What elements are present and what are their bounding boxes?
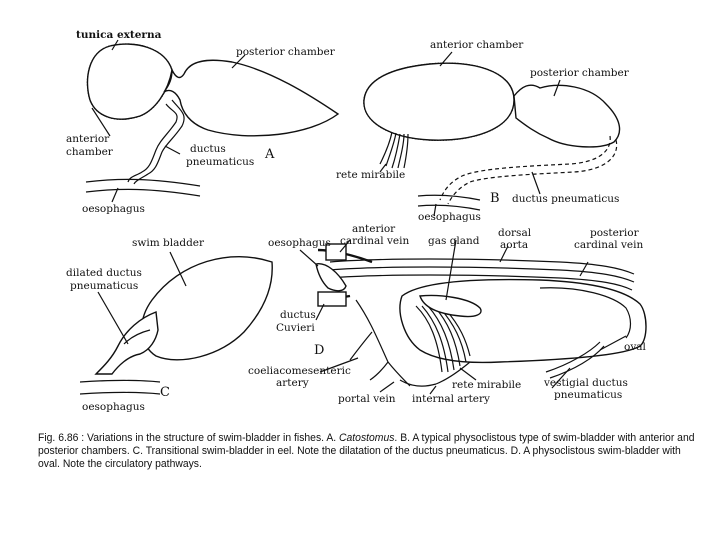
panel-a-anterior-label-2: chamber bbox=[66, 146, 114, 158]
panel-b-ductus-label: ductus pneumaticus bbox=[512, 193, 619, 205]
panel-d-ductus-cuvieri bbox=[317, 291, 347, 307]
panel-b-ductus bbox=[439, 135, 611, 201]
panel-d-coeliacomesenteric-artery bbox=[349, 299, 411, 387]
panel-d-swim-bladder bbox=[399, 278, 647, 364]
panel-d-oval bbox=[539, 287, 632, 339]
panel-d-oesophagus-label: oesophagus bbox=[268, 237, 331, 249]
panel-d-portal-vein bbox=[399, 379, 437, 387]
panel-b-posterior-chamber bbox=[513, 84, 621, 148]
panel-a-anterior-label-1: anterior bbox=[66, 133, 110, 145]
panel-d-pcv-label-2: cardinal vein bbox=[574, 239, 643, 251]
panel-d-dorsal-label-2: aorta bbox=[500, 239, 528, 251]
panel-d-pcv-label-1: posterior bbox=[590, 227, 640, 239]
panel-b: anterior chamber posterior chamber rete … bbox=[336, 39, 630, 223]
panel-d-gas-label: gas gland bbox=[428, 235, 480, 247]
panel-a-tunica-label: tunica externa bbox=[76, 29, 162, 41]
panel-b-letter: B bbox=[490, 191, 500, 206]
panel-d-oesophagus bbox=[315, 263, 347, 292]
panel-b-oesophagus bbox=[417, 194, 481, 201]
panel-a-posterior-label: posterior chamber bbox=[236, 46, 336, 58]
panel-a-ductus-label-2: pneumaticus bbox=[186, 156, 254, 168]
panel-b-rete bbox=[379, 131, 409, 169]
panel-b-posterior-label: posterior chamber bbox=[530, 67, 630, 79]
caption-genus: Catostomus bbox=[339, 432, 395, 444]
panel-d-coel-label-1: coeliacomesenteric bbox=[248, 365, 351, 377]
panel-d-letter: D bbox=[314, 343, 324, 358]
panel-c-dilated-label-2: pneumaticus bbox=[70, 280, 138, 292]
panel-d: oesophagus anterior cardinal vein gas gl… bbox=[248, 223, 647, 405]
panel-d-vest-label-1: vestigial ductus bbox=[543, 377, 628, 389]
panel-b-anterior-label: anterior chamber bbox=[430, 39, 524, 51]
panel-c-oesophagus-label: oesophagus bbox=[82, 401, 145, 413]
panel-b-oesophagus-label: oesophagus bbox=[418, 211, 481, 223]
panel-d-oval-label: oval bbox=[624, 341, 647, 353]
panel-a-ductus bbox=[127, 103, 178, 183]
panel-d-anterior-cardinal-vein bbox=[325, 243, 347, 261]
panel-b-rete-label: rete mirabile bbox=[336, 169, 405, 181]
panel-d-rete-label: rete mirabile bbox=[452, 379, 521, 391]
panel-c-swim-label: swim bladder bbox=[132, 237, 205, 249]
panel-d-coel-label-2: artery bbox=[276, 377, 309, 389]
panel-a-oesophagus-label: oesophagus bbox=[82, 203, 145, 215]
panel-a-ductus-label-1: ductus bbox=[190, 143, 226, 155]
panel-c-oesophagus bbox=[79, 379, 161, 383]
panel-d-acv-label-1: anterior bbox=[352, 223, 396, 235]
panel-a-letter: A bbox=[264, 147, 275, 162]
figure-caption: Fig. 6.86 : Variations in the structure … bbox=[38, 432, 695, 471]
panel-d-vest-label-2: pneumaticus bbox=[554, 389, 622, 401]
caption-prefix: Fig. 6.86 : Variations in the structure … bbox=[38, 432, 340, 444]
panel-c-swim-bladder bbox=[141, 255, 273, 361]
panel-d-dorsal-aorta bbox=[329, 258, 635, 275]
panel-c-dilated-label-1: dilated ductus bbox=[66, 267, 142, 279]
panel-d-dorsal-label-1: dorsal bbox=[498, 227, 532, 239]
panel-d-internal-artery bbox=[435, 361, 471, 385]
panel-a: tunica externa posterior chamber anterio… bbox=[66, 29, 340, 215]
panel-d-duct-label-2: Cuvieri bbox=[276, 322, 315, 334]
panel-d-gas-gland bbox=[419, 294, 482, 318]
panel-d-duct-label-1: ductus bbox=[280, 309, 316, 321]
panel-a-posterior-chamber bbox=[163, 59, 340, 137]
caption-rest: . B. A typical physoclistous type of swi… bbox=[38, 432, 695, 470]
panel-d-internal-label: internal artery bbox=[412, 393, 490, 405]
panel-d-vestigial-ductus bbox=[545, 341, 601, 373]
panel-c: swim bladder dilated ductus pneumaticus … bbox=[66, 237, 273, 413]
panel-d-acv-label-2: cardinal vein bbox=[340, 235, 409, 247]
panel-d-portal-label: portal vein bbox=[338, 393, 396, 405]
panel-a-oesophagus bbox=[85, 178, 201, 187]
panel-c-letter: C bbox=[160, 385, 170, 400]
